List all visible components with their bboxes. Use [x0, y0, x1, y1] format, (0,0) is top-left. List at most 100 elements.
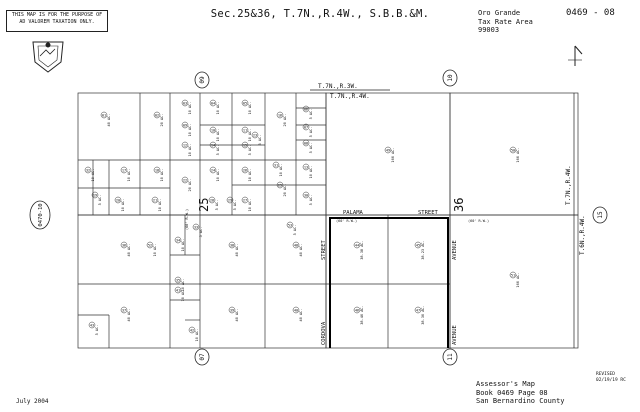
parcel-number: 22: [183, 178, 187, 182]
parcel-acreage: 40 AC.: [299, 244, 303, 257]
map-caption: Assessor's Map Book 0469 Page 08 San Ber…: [476, 380, 565, 406]
parcel-circle: [286, 221, 294, 229]
parcel-circle: [114, 196, 122, 204]
parcel-circle: [292, 241, 300, 249]
parcel-circle: [414, 306, 422, 314]
parcel-acreage: 10 AC.: [160, 169, 164, 182]
parcel-acreage: 20 AC.: [283, 114, 287, 127]
parcel-acreage: 10 AC.: [216, 129, 220, 142]
parcel-circle: [192, 223, 200, 231]
parcel-circle: [228, 241, 236, 249]
circled-map-ref: [592, 206, 608, 224]
parcel-acreage: 5 AC.: [95, 325, 99, 336]
parcel-acreage: 10 AC.: [188, 102, 192, 115]
parcel-circle: [120, 241, 128, 249]
parcel-number: 04: [211, 101, 215, 105]
street-name: AVENUE: [452, 325, 458, 345]
parcel-acreage: 38.30 AC.: [421, 305, 425, 324]
parcel-acreage: 5 AC.: [215, 200, 219, 211]
parcel-circle: [241, 141, 249, 149]
parcel-number: 03: [183, 101, 187, 105]
book-page-number: 0469 - 08: [566, 8, 615, 18]
parcel-circle: [353, 306, 361, 314]
street-name: STREET: [418, 210, 439, 216]
parcel-acreage: 160 AC.: [391, 147, 395, 162]
parcel-circle: [241, 196, 249, 204]
circled-map-ref: [194, 71, 210, 89]
parcel-acreage: 40 AC.: [127, 309, 131, 322]
parcel-number: 44: [355, 243, 359, 247]
parcel-circle: [241, 99, 249, 107]
parcel-acreage: 160 AC.: [516, 272, 520, 287]
parcel-number: 02: [155, 113, 159, 117]
disclaimer-box: THIS MAP IS FOR THE PURPOSE OF AD VALORE…: [6, 10, 108, 32]
section-number: 36: [452, 198, 466, 212]
parcel-circle: [272, 161, 280, 169]
bold-boundary: [329, 217, 449, 348]
parcel-circle: [153, 166, 161, 174]
parcel-circle: [181, 121, 189, 129]
township-label: T.6N.,R.4W.: [579, 215, 586, 255]
parcel-circle: [276, 111, 284, 119]
parcel-circle: [302, 105, 310, 113]
circled-map-ref: [442, 348, 458, 366]
parcel-number: 36: [122, 243, 126, 247]
parcel-acreage: 10 AC.: [248, 102, 252, 115]
parcel-number: 01: [102, 113, 106, 117]
parcel-acreage: 10 AC.: [91, 169, 95, 182]
parcel-acreage: 40 AC.: [299, 309, 303, 322]
parcel-circle: [353, 241, 361, 249]
circled-map-ref: [29, 200, 51, 230]
street-name: AVENUE: [452, 240, 458, 260]
parcel-number: 40: [294, 308, 298, 312]
parcel-circle: [153, 111, 161, 119]
parcel-number: 12: [183, 143, 187, 147]
street-width: (60' R.W.): [468, 219, 489, 223]
parcel-circle: [84, 166, 92, 174]
parcel-number: 25: [278, 183, 282, 187]
circled-number: 0470-10: [38, 203, 44, 226]
circled-number: 11: [447, 353, 454, 361]
parcel-number: 37: [122, 308, 126, 312]
parcel-circle: [276, 181, 284, 189]
parcel-number: 13: [304, 165, 308, 169]
parcel-circle: [509, 271, 517, 279]
street-name: PALAMA: [343, 210, 364, 216]
parcel-number: 51: [511, 273, 515, 277]
parcel-circle: [181, 99, 189, 107]
caption-line: Book 0469 Page 08: [476, 388, 548, 397]
parcel-number: 23: [253, 133, 257, 137]
parcel-circle: [188, 326, 196, 334]
parcel-circle: [302, 139, 310, 147]
circled-number: 07: [199, 353, 206, 361]
parcel-number: 24: [211, 168, 215, 172]
parcel-number: 28: [210, 198, 214, 202]
parcel-circle: [226, 196, 234, 204]
parcel-number: 15: [243, 143, 247, 147]
parcel-number: 20: [116, 198, 120, 202]
parcel-acreage: 5 AC.: [248, 145, 252, 156]
parcel-circle: [302, 163, 310, 171]
parcel-circle: [241, 166, 249, 174]
township-label: T.7N.,R.4W.: [565, 165, 572, 205]
parcel-number: 10: [211, 128, 215, 132]
parcel-circle: [91, 191, 99, 199]
area-line: 99003: [478, 26, 500, 34]
parcel-circle: [181, 141, 189, 149]
parcel-acreage: 160 AC.: [516, 147, 520, 162]
parcel-number: 29: [228, 198, 232, 202]
parcel-number: 34: [176, 238, 180, 242]
parcel-acreage: 10 AC.: [153, 244, 157, 257]
parcel-circle: [120, 166, 128, 174]
parcel-acreage: 38.38 AC.: [360, 240, 364, 259]
parcel-acreage: 10 AC.: [181, 239, 185, 252]
circled-number: 10: [447, 74, 454, 82]
parcel-acreage: 20 AC.: [160, 114, 164, 127]
parcel-acreage: 10 AC.: [248, 129, 252, 142]
parcel-acreage: 38.23 AC.: [421, 240, 425, 259]
revised-label: REVISED: [596, 372, 615, 377]
township-label: T.7N.,R.4W.: [330, 93, 370, 100]
parcel-acreage: 10 AC.: [121, 199, 125, 212]
